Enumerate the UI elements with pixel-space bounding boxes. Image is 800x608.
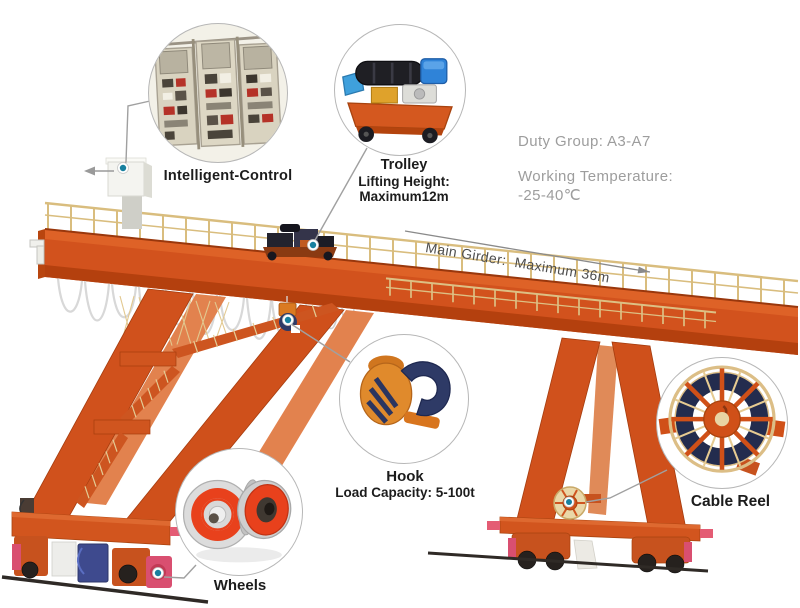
intelligent-control-label: Intelligent-Control <box>163 168 293 184</box>
trolley-label: Trolley <box>380 157 428 173</box>
marker-hook <box>282 314 294 326</box>
girder-dimension-arrow <box>404 230 651 274</box>
girder-front-railing <box>385 277 717 329</box>
callout-wheels <box>175 448 303 576</box>
main-girder <box>29 228 799 355</box>
point-markers <box>117 162 575 579</box>
trolley-spec-line-1: Lifting Height: <box>358 173 450 189</box>
callout-cable-reel <box>656 357 788 489</box>
hook-label-block: Hook Load Capacity: 5-100t <box>334 468 476 501</box>
stairway <box>76 303 340 508</box>
trolley-unit <box>263 224 337 261</box>
right-carriage <box>487 516 713 574</box>
hook-spec-line: Load Capacity: 5-100t <box>335 485 475 501</box>
callout-intelligent-control <box>148 23 288 163</box>
hook-unit <box>278 296 300 333</box>
trolley-spec-line-2: Maximum12m <box>359 189 449 205</box>
working-temperature-line-2: -25-40℃ <box>518 187 582 204</box>
trolley-label-block: Trolley Lifting Height: Maximum12m <box>329 157 479 205</box>
cable-reel-photo <box>658 365 786 476</box>
cab-arrow <box>84 166 114 176</box>
working-temperature-line-1: Working Temperature: <box>518 168 674 185</box>
control-cabinet-photo <box>151 34 283 150</box>
marker-wheel <box>152 567 164 579</box>
duty-group-note: Duty Group: A3-A7 <box>518 133 651 150</box>
wheels-label: Wheels <box>213 577 267 594</box>
working-temperature-note: Working Temperature: -25-40℃ <box>518 167 673 205</box>
callout-hook <box>339 334 469 464</box>
marker-cab <box>117 162 129 174</box>
cable-reel-label: Cable Reel <box>690 493 771 510</box>
marker-cable-reel <box>563 496 575 508</box>
ground-rails <box>1 551 709 604</box>
marker-trolley <box>307 239 319 251</box>
right-support-rear-leg <box>588 345 618 515</box>
hook-label: Hook <box>386 468 424 485</box>
trolley-photo <box>342 58 453 144</box>
wheels-photo <box>182 479 292 563</box>
callout-trolley <box>334 24 466 156</box>
hook-photo <box>359 355 451 429</box>
